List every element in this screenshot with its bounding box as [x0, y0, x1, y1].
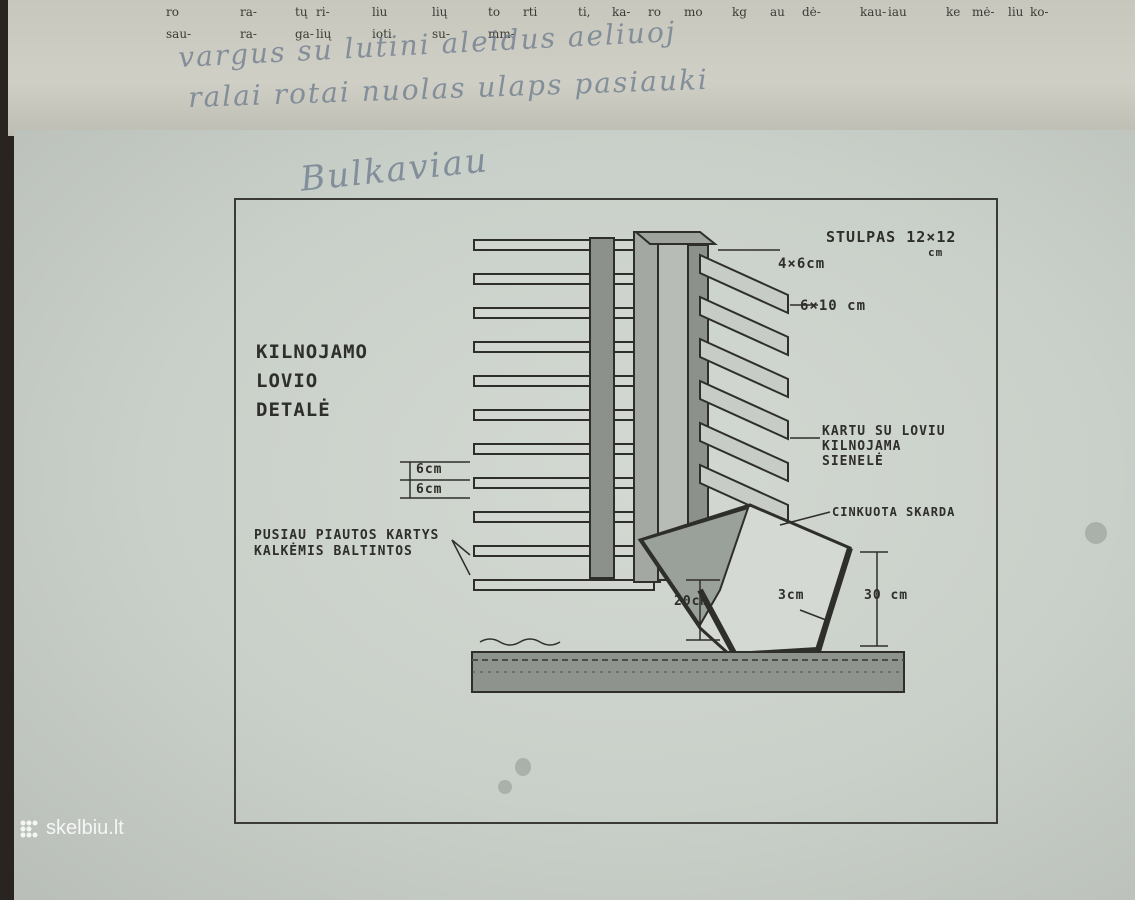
column-fragment: au [770, 5, 785, 19]
diagonal-beams [699, 253, 789, 525]
stain [1085, 522, 1107, 544]
column-fragment: tų [295, 5, 308, 19]
label-thickness: 3cm [778, 588, 805, 603]
top-page: ro ra-tų ri-liu lių to rti ti, ka-ro mo kg au dė-ka… [8, 0, 1135, 136]
column-fragment: ra- [240, 27, 257, 41]
label-post: STULPAS 12×12 [826, 228, 957, 246]
column-fragment: ro [648, 5, 661, 19]
column-fragment: sau- [166, 27, 192, 41]
column-fragment: to [488, 5, 501, 19]
column-fragment: rti [523, 5, 538, 19]
diagonal-beam [699, 421, 789, 483]
slat [473, 239, 655, 251]
column-fragment: ko- [1030, 5, 1049, 19]
column-fragment: ro [166, 5, 179, 19]
column-fragment: ri- [316, 5, 330, 19]
label-poles: PUSIAU PIAUTOS KARTYS KALKĖMIS BALTINTOS [254, 528, 440, 559]
leader-lines [400, 249, 888, 647]
column-fragment: ka- [612, 5, 631, 19]
column-fragment: iau [888, 5, 907, 19]
column-fragment: mo [684, 5, 703, 19]
dots-logo-icon [20, 820, 38, 837]
slat [473, 273, 655, 285]
column-fragment: ra- [240, 5, 257, 19]
post-top [633, 231, 718, 245]
column-fragment: ioti [372, 27, 392, 41]
slat [473, 545, 655, 557]
title-line: KILNOJAMO [256, 341, 368, 363]
column-fragment: ga- [295, 27, 314, 41]
rear-post [589, 237, 615, 579]
watermark: skelbiu.lt [18, 817, 124, 840]
diagram-frame [234, 198, 998, 824]
column-fragment: mm- [488, 27, 515, 41]
label-wall: KARTU SU LOVIU KILNOJAMA SIENELĖ [822, 424, 946, 469]
column-fragment: ke [946, 5, 961, 19]
diagonal-beam [699, 379, 789, 441]
diagram-title: KILNOJAMO LOVIO DETALĖ [256, 338, 368, 425]
stain [515, 758, 531, 776]
column-fragment: su- [432, 27, 450, 41]
label-height: 30 cm [864, 588, 909, 603]
column-fragment: dė- [802, 5, 821, 19]
slat [473, 341, 655, 353]
column-fragment: lių [432, 5, 448, 19]
label-beam-small: 4×6cm [778, 256, 826, 272]
column-fragment: kau- [860, 5, 887, 19]
diagonal-beam [699, 337, 789, 399]
label-sheet: CINKUOTA SKARDA [832, 505, 956, 519]
artist-mark [479, 638, 561, 646]
column-fragment: lių [316, 27, 332, 41]
slat [473, 409, 655, 421]
slat [473, 511, 655, 523]
slat [473, 477, 655, 489]
inner-post [633, 231, 661, 583]
label-beam-large: 6×10 cm [800, 298, 867, 314]
slat [473, 307, 655, 319]
slat [473, 443, 655, 455]
column-fragment: liu [1008, 5, 1024, 19]
label-slat-1: 6cm [416, 462, 443, 477]
diagonal-beam [699, 295, 789, 357]
trough-inner [640, 506, 750, 627]
label-slat-2: 6cm [416, 482, 443, 497]
column-fragment: mė- [972, 5, 995, 19]
label-post-unit: cm [928, 246, 944, 259]
column-fragment: kg [732, 5, 747, 19]
title-line: LOVIO [256, 370, 319, 392]
watermark-text: skelbiu.lt [46, 817, 124, 839]
column-fragment: liu [372, 5, 388, 19]
horizontal-slats [473, 239, 655, 591]
diagonal-beam [699, 253, 789, 315]
stain [498, 780, 512, 794]
label-depth: 20cm [674, 594, 710, 609]
slat [473, 579, 655, 591]
column-fragment: ti, [578, 5, 591, 19]
slat [473, 375, 655, 387]
title-line: DETALĖ [256, 399, 331, 421]
